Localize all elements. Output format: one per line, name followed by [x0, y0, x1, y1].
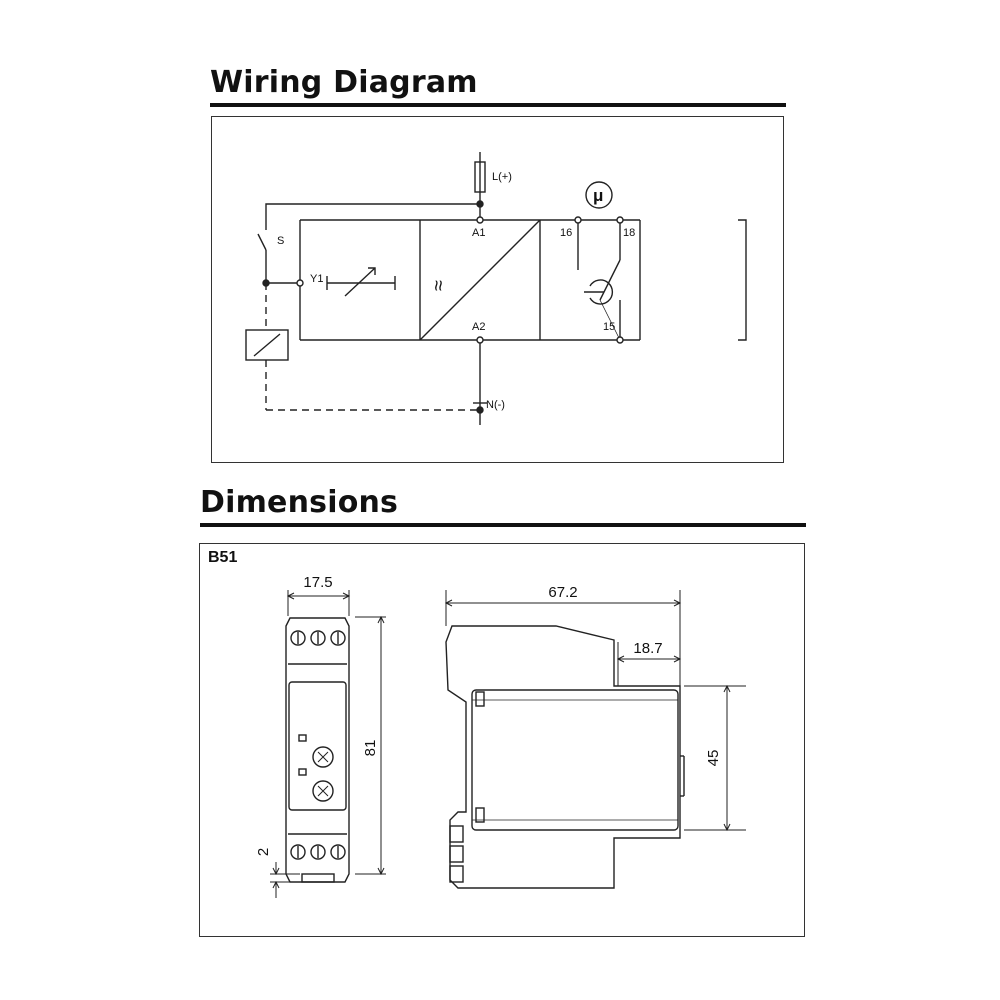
- switch-s-label: S: [277, 235, 284, 247]
- right-bracket: [738, 219, 747, 341]
- dimensions-title-rule: [200, 523, 806, 527]
- wiring-diagram-title: Wiring Diagram: [210, 65, 478, 100]
- terminal-l-label: L(+): [492, 171, 512, 183]
- dim-height-lines: [355, 615, 386, 876]
- dim-width-lines: [286, 590, 351, 616]
- terminal-a1-label: A1: [472, 227, 485, 239]
- module-block: [299, 219, 641, 341]
- dim-depth-lines: [444, 590, 682, 686]
- load-dashed-line: [265, 283, 480, 411]
- coil-symbol: [245, 329, 289, 361]
- dim-height-label: 81: [362, 740, 379, 757]
- side-view: [445, 625, 685, 889]
- approx-symbol: ≈: [428, 280, 450, 291]
- terminal-n-label: N(-): [486, 399, 505, 411]
- front-view: [285, 617, 350, 883]
- dim-inner-height-label: 45: [705, 750, 722, 767]
- dim-offset-lines: [270, 862, 300, 898]
- wiring-diagram-panel: [211, 116, 784, 463]
- switch-s: [257, 203, 480, 284]
- micro-symbol: μ: [593, 186, 603, 205]
- relay-contacts: [577, 220, 621, 341]
- dim-offset-label: 2: [255, 848, 272, 856]
- dim-inner-height-lines: [684, 684, 746, 832]
- dim-step-label: 18.7: [633, 640, 662, 657]
- terminal-16-label: 16: [560, 227, 572, 239]
- terminal-15-label: 15: [603, 321, 615, 333]
- micro-symbol-ring: [585, 181, 613, 209]
- terminal-a2-label: A2: [472, 321, 485, 333]
- converter-diagonal: [419, 219, 541, 341]
- terminal-dots: [262, 200, 624, 414]
- dim-depth-label: 67.2: [548, 584, 577, 601]
- terminal-y1-label: Y1: [310, 273, 323, 285]
- dimensions-title: Dimensions: [200, 485, 399, 520]
- wiring-title-rule: [210, 103, 786, 107]
- potentiometer-symbol: [326, 267, 396, 297]
- fuse-symbol: [474, 161, 486, 193]
- model-label: B51: [208, 549, 237, 566]
- dim-step-lines: [616, 642, 682, 686]
- terminal-18-label: 18: [623, 227, 635, 239]
- supply-line-l: [474, 152, 486, 220]
- dimensions-panel: [199, 543, 805, 937]
- dim-width-label: 17.5: [303, 574, 332, 591]
